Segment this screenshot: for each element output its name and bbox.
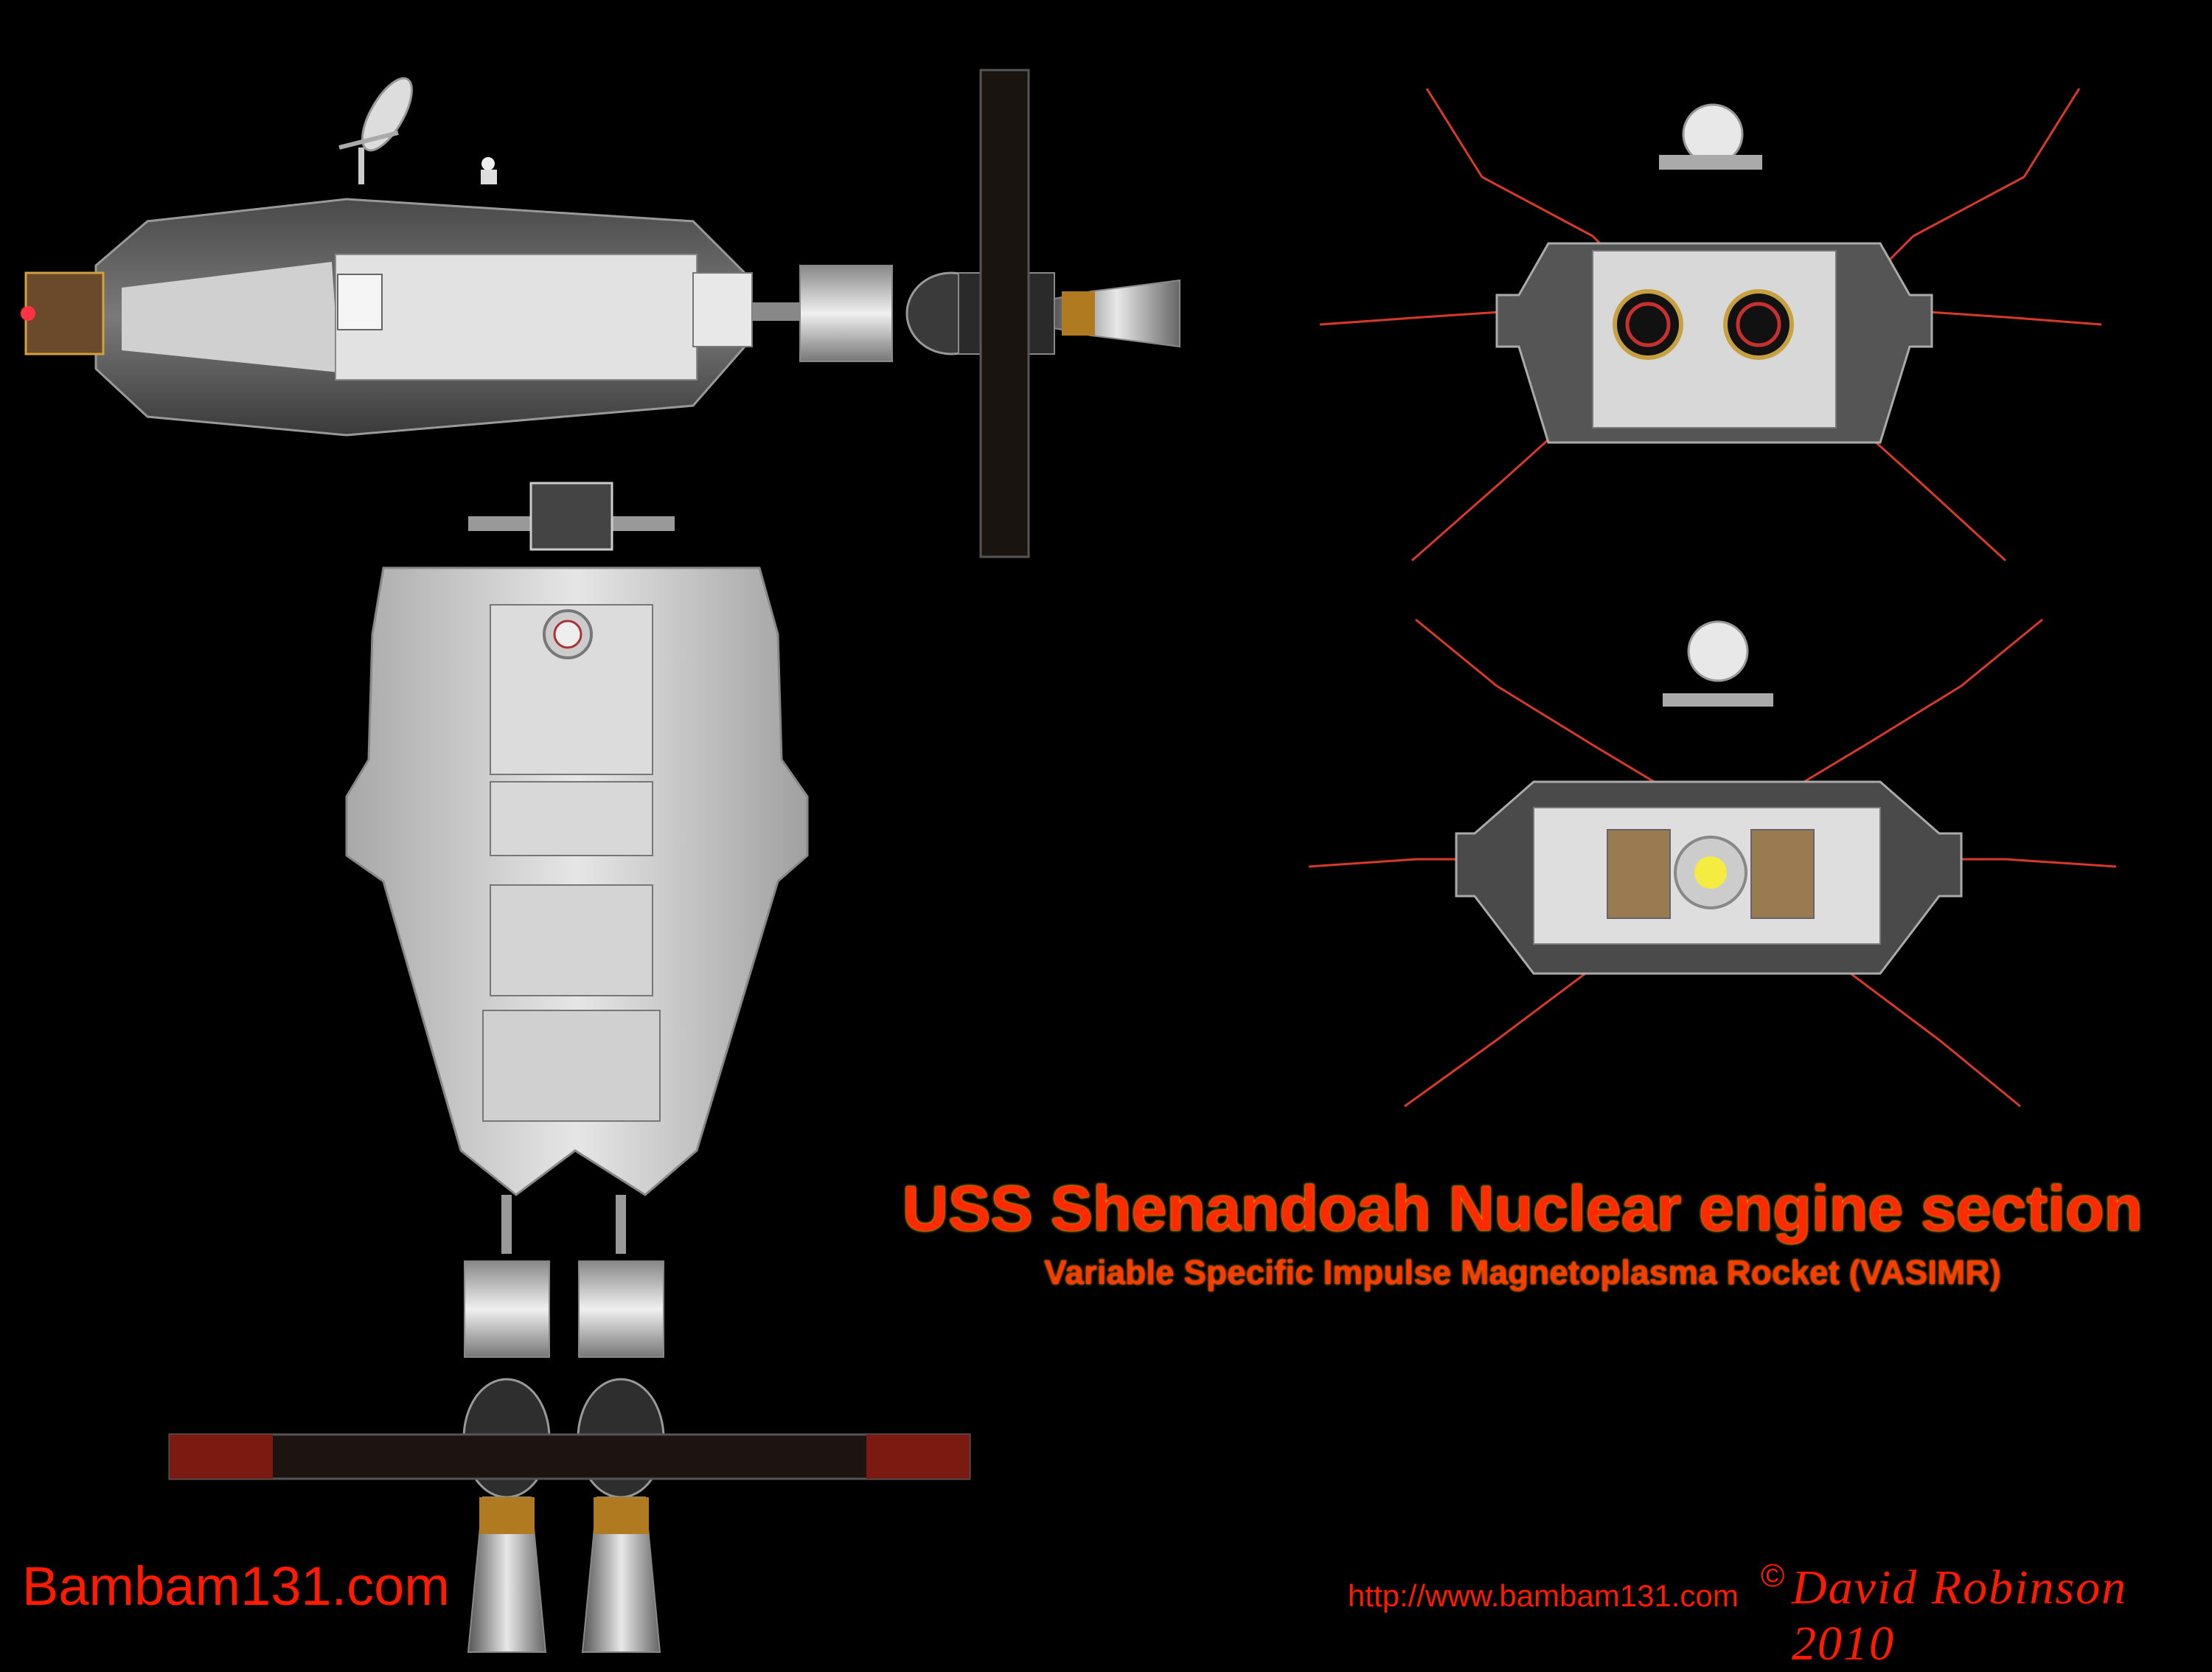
solar-array [168,1433,971,1480]
page-title: USS Shenandoah Nuclear engine section [902,1173,2143,1244]
solar-panel [979,69,1030,558]
copyright-symbol: © [1761,1558,1785,1594]
top-hull [345,566,809,1196]
dish-antenna [338,77,413,184]
page-subtitle: Variable Specific Impulse Magnetoplasma … [1044,1253,2001,1291]
astronaut-figure [481,157,497,184]
website-url: http://www.bambam131.com [1348,1578,1739,1613]
brand-watermark: Bambam131.com [22,1555,450,1617]
author-signature: David Robinson 2010 [1792,1561,2128,1671]
